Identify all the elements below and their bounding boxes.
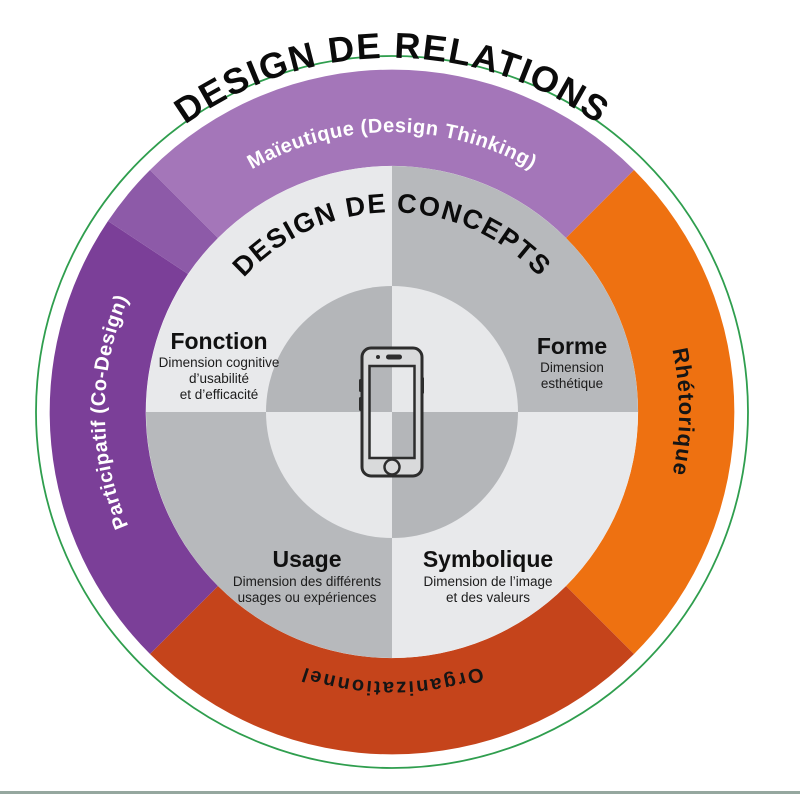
usage-subtext-line2: usages ou expériences (238, 590, 377, 605)
ring-wedge-purple-transition (108, 170, 218, 274)
fonction-subtext-line3: et d’efficacité (180, 387, 259, 402)
symbolique-subtext-line1: Dimension de l’image (423, 574, 552, 589)
phone-camera-dot (376, 355, 380, 359)
phone-home-button (383, 458, 401, 476)
ring-segment-maieutique (150, 69, 634, 239)
smartphone-icon (359, 346, 424, 478)
symbolique-subtext-line2: et des valeurs (446, 590, 530, 605)
forme-subtext-line2: esthétique (541, 376, 603, 391)
phone-screen-frame (368, 364, 416, 460)
bottom-rule (0, 791, 800, 794)
phone-screen-tl (369, 366, 392, 412)
ring-segment-participatif (49, 221, 219, 654)
fonction-subtext-line1: Dimension cognitive (159, 355, 280, 370)
forme-subtext-line1: Dimension (540, 360, 604, 375)
symbolique-title: Symbolique (423, 546, 553, 572)
fonction-title: Fonction (170, 328, 267, 354)
usage-title: Usage (272, 546, 341, 572)
fonction-subtext-line2: d’usabilité (189, 371, 249, 386)
phone-screen-tr (392, 366, 415, 412)
phone-speaker (386, 354, 402, 360)
ring-segment-organizationnel (150, 586, 634, 755)
outer-green-circle (35, 55, 749, 769)
usage-subtext-line1: Dimension des différents (233, 574, 382, 589)
phone-screen-bl (369, 412, 392, 458)
forme-title: Forme (537, 333, 607, 359)
ring-segment-rhetorique (566, 170, 735, 654)
phone-screen-br (392, 412, 415, 458)
